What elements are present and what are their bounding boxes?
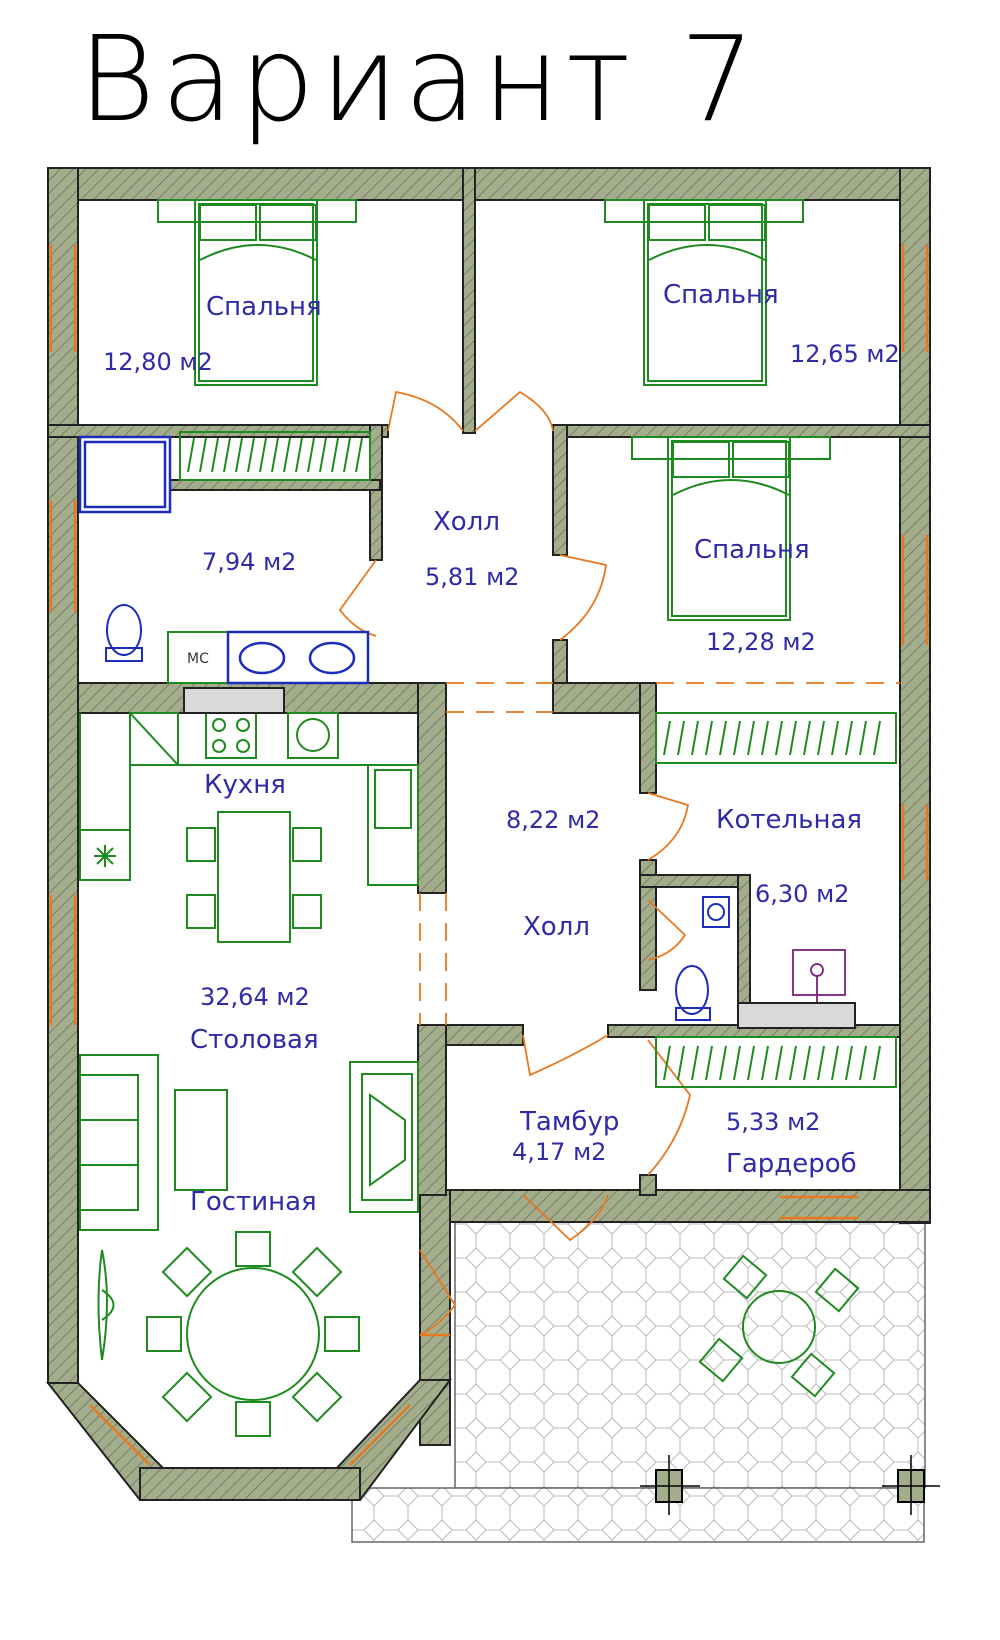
wardrobe — [655, 1036, 897, 1088]
tv — [97, 1249, 115, 1361]
plan-title: Вариант 7 — [78, 10, 762, 148]
room-label: Гостиная — [190, 1187, 317, 1217]
room-area: 12,80 м2 — [103, 348, 213, 376]
room-label: Спальня — [663, 280, 779, 310]
wardrobe — [179, 431, 371, 481]
room-label: Тамбур — [519, 1107, 619, 1137]
room-area: 7,94 м2 — [202, 548, 296, 576]
interior-walls — [47, 167, 931, 1196]
boiler — [702, 896, 730, 928]
room-labels: Спальня 12,80 м2 Спальня 12,65 м2 Спальн… — [103, 280, 900, 1217]
bed — [157, 199, 357, 386]
coffee-table — [174, 1089, 228, 1191]
kitchen-counter — [79, 687, 419, 886]
bed — [631, 436, 831, 621]
room-area: 32,64 м2 — [200, 983, 310, 1011]
room-label: Спальня — [694, 535, 810, 565]
room-area: 5,33 м2 — [726, 1108, 820, 1136]
room-label: Кухня — [204, 770, 286, 800]
mc-box: МС — [167, 631, 229, 684]
doors — [338, 390, 900, 1336]
room-area: 12,28 м2 — [706, 628, 816, 656]
terrace — [351, 1219, 940, 1543]
room-label: Холл — [523, 912, 590, 942]
shower-tray — [78, 435, 172, 514]
bed — [604, 199, 804, 386]
room-area: 6,30 м2 — [755, 880, 849, 908]
windows — [49, 245, 929, 1466]
double-sink — [226, 630, 370, 685]
sofa — [79, 1054, 159, 1231]
room-label: Спальня — [206, 292, 322, 322]
fireplace — [349, 1061, 419, 1213]
round-table — [146, 1231, 360, 1437]
dining-table — [186, 811, 322, 943]
room-area: 8,22 м2 — [506, 806, 600, 834]
utility-box — [792, 949, 846, 1010]
toilet — [675, 965, 711, 1021]
room-label: Столовая — [190, 1025, 319, 1055]
outer-walls — [45, 167, 931, 1501]
toilet — [105, 604, 143, 662]
terrace-table — [698, 1254, 860, 1398]
room-area: 12,65 м2 — [790, 340, 900, 368]
room-label: Гардероб — [726, 1149, 857, 1179]
room-label: Котельная — [716, 805, 862, 835]
stove-base — [737, 1002, 856, 1029]
room-area: 4,17 м2 — [512, 1138, 606, 1166]
room-area: 5,81 м2 — [425, 563, 519, 591]
mc-label: МС — [187, 651, 209, 667]
room-label: Холл — [433, 507, 500, 537]
wardrobe — [655, 712, 897, 764]
